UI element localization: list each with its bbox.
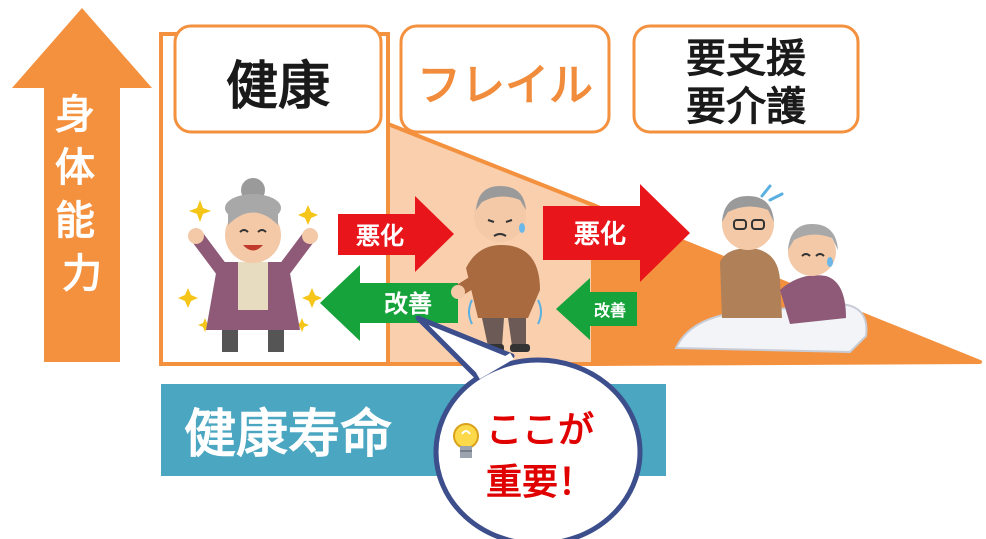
frail-elderly-man — [451, 186, 542, 352]
healthy-elderly-woman — [178, 178, 322, 352]
stage-label-frailty: フレイル — [417, 60, 593, 111]
axis-char-4: 力 — [62, 251, 102, 297]
healthy-life-label: 健康寿命 — [184, 405, 392, 465]
stage-box-care: 要支援 要介護 — [632, 24, 860, 134]
sparkle-icon — [178, 200, 322, 332]
stage-label-care-1: 要支援 — [686, 36, 807, 82]
axis-char-3: 能 — [55, 198, 95, 244]
stage-label-healthy: 健康 — [226, 57, 330, 117]
worsen-label-1: 悪化 — [356, 222, 404, 250]
worsen-label-2: 悪化 — [574, 220, 626, 250]
axis-label: 身 体 能 力 — [55, 92, 109, 297]
elderly-couple-in-bed — [674, 184, 868, 354]
physical-ability-arrow: 身 体 能 力 — [12, 8, 152, 362]
lightbulb-icon — [453, 423, 479, 458]
axis-char-2: 体 — [55, 145, 95, 191]
axis-char-1: 身 — [55, 92, 95, 138]
improve-arrow-2: 改善 — [556, 278, 637, 340]
worsen-arrow-2: 悪化 — [543, 184, 690, 282]
care-zone — [591, 203, 982, 366]
callout-line-2: 重要！ — [486, 462, 594, 503]
stage-box-frailty: フレイル — [399, 24, 611, 134]
improve-label-1: 改善 — [384, 290, 432, 318]
stage-label-care-2: 要介護 — [686, 84, 807, 130]
callout-line-1: ここが — [486, 410, 594, 451]
stage-box-healthy: 健康 — [173, 24, 383, 134]
worsen-arrow-1: 悪化 — [338, 196, 454, 272]
callout-bubble: ここが 重要！ — [415, 315, 643, 539]
improve-label-2: 改善 — [594, 301, 626, 320]
